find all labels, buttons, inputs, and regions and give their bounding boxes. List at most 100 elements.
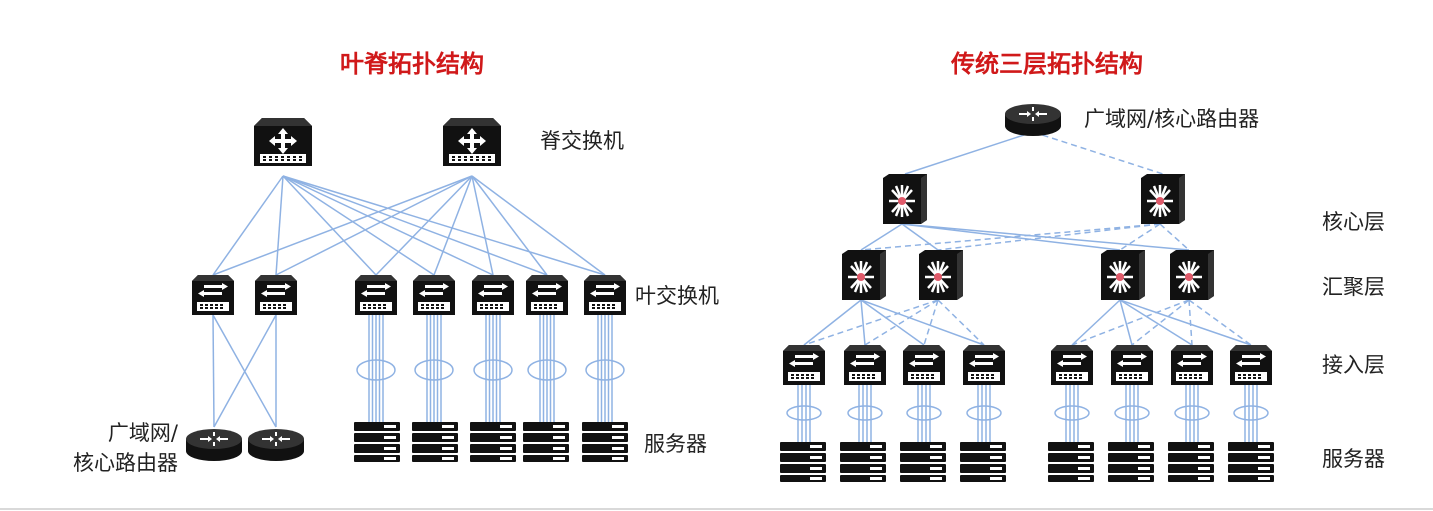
aggregation-switch-icon [1168, 248, 1216, 302]
agg-access-link [1119, 299, 1193, 346]
leaf-switch-label: 叶交换机 [635, 284, 719, 308]
leaf-switch-icon [355, 275, 397, 315]
link-bundle-ring [1114, 405, 1150, 421]
ls-router-label-line1: 广域网/ [108, 421, 179, 445]
agg-access-link [803, 299, 939, 346]
network-links [212, 131, 1269, 442]
spine-leaf-link [275, 175, 473, 276]
spine-leaf-link [275, 175, 284, 276]
link-bundle-ring [966, 405, 1002, 421]
server-rack-icon [470, 422, 516, 462]
server-rack-icon [523, 422, 569, 462]
agg-access-link [860, 299, 866, 346]
link-bundle-ring [1054, 405, 1090, 421]
tt-router-label: 广域网/核心路由器 [1084, 107, 1259, 131]
access-switch-icon [1230, 345, 1272, 385]
router-icon [1004, 103, 1062, 137]
access-switch-icon [1051, 345, 1093, 385]
access-switch-icon [783, 345, 825, 385]
core-agg-link [901, 223, 1121, 251]
spine-leaf-link [471, 175, 548, 276]
link-bundle-ring [1233, 405, 1269, 421]
leaf-switch-icon [413, 275, 455, 315]
agg-access-link [803, 299, 862, 346]
agg-access-link [1188, 299, 1193, 346]
server-rack-icon [354, 422, 400, 462]
leaf-switch-icon [584, 275, 626, 315]
ls-server-label: 服务器 [644, 432, 707, 456]
agg-access-link [1071, 299, 1121, 346]
agg-access-link [937, 299, 985, 346]
router-icon [247, 428, 305, 462]
network-devices [185, 103, 1274, 482]
core-switch-icon [1139, 172, 1187, 226]
leaf-switch-icon [526, 275, 568, 315]
link-bundle-ring [414, 359, 454, 381]
server-rack-icon [780, 442, 826, 482]
server-rack-icon [1228, 442, 1274, 482]
access-switch-icon [844, 345, 886, 385]
link-bundle-ring [356, 359, 396, 381]
core-agg-link [901, 223, 1190, 251]
spine-leaf-link [212, 175, 284, 276]
spine-leaf-link [471, 175, 606, 276]
agg-access-link [1119, 299, 1252, 346]
core-switch-icon [881, 172, 929, 226]
link-bundle-ring [786, 405, 822, 421]
agg-access-link [860, 299, 925, 346]
spine-leaf-link [282, 175, 435, 276]
leaf-switch-icon [472, 275, 514, 315]
spine-leaf-link [282, 175, 606, 276]
agg-access-link [1119, 299, 1133, 346]
access-switch-icon [903, 345, 945, 385]
leaf-router-link [212, 314, 215, 428]
three-tier-title: 传统三层拓扑结构 [950, 50, 1143, 78]
spine-switch-icon [443, 118, 501, 166]
spine-leaf-link [471, 175, 494, 276]
aggregation-layer-label: 汇聚层 [1322, 275, 1385, 299]
spine-switch-label: 脊交换机 [540, 129, 624, 153]
link-bundle-ring [527, 359, 567, 381]
link-bundle-ring [1174, 405, 1210, 421]
access-switch-icon [1111, 345, 1153, 385]
server-rack-icon [900, 442, 946, 482]
access-switch-icon [963, 345, 1005, 385]
spine-leaf-link [375, 175, 473, 276]
server-rack-icon [840, 442, 886, 482]
server-rack-icon [412, 422, 458, 462]
access-switch-icon [1171, 345, 1213, 385]
core-agg-link [901, 223, 939, 251]
link-bundle-ring [473, 359, 513, 381]
server-rack-icon [1108, 442, 1154, 482]
agg-access-link [1188, 299, 1252, 346]
agg-access-link [1131, 299, 1190, 346]
router-core-link [904, 131, 1034, 175]
aggregation-switch-icon [1099, 248, 1147, 302]
spine-leaf-link [433, 175, 473, 276]
spine-leaf-link [282, 175, 377, 276]
link-bundle-ring [585, 359, 625, 381]
spine-leaf-link [282, 175, 548, 276]
aggregation-switch-icon [917, 248, 965, 302]
leaf-switch-icon [255, 275, 297, 315]
leaf-switch-icon [192, 275, 234, 315]
aggregation-switch-icon [840, 248, 888, 302]
agg-access-link [923, 299, 939, 346]
core-agg-link [1159, 223, 1190, 251]
spine-leaf-link [282, 175, 494, 276]
core-agg-link [860, 223, 903, 251]
link-bundle-ring [847, 405, 883, 421]
router-core-link [1032, 131, 1164, 175]
access-layer-label: 接入层 [1322, 353, 1385, 377]
agg-access-link [1071, 299, 1190, 346]
leaf-router-link [213, 314, 277, 428]
server-rack-icon [1168, 442, 1214, 482]
agg-access-link [864, 299, 939, 346]
agg-access-link [860, 299, 985, 346]
server-rack-icon [960, 442, 1006, 482]
leaf-spine-title: 叶脊拓扑结构 [340, 50, 484, 78]
core-layer-label: 核心层 [1322, 210, 1385, 234]
core-agg-link [1119, 223, 1161, 251]
tt-server-label: 服务器 [1322, 447, 1385, 471]
